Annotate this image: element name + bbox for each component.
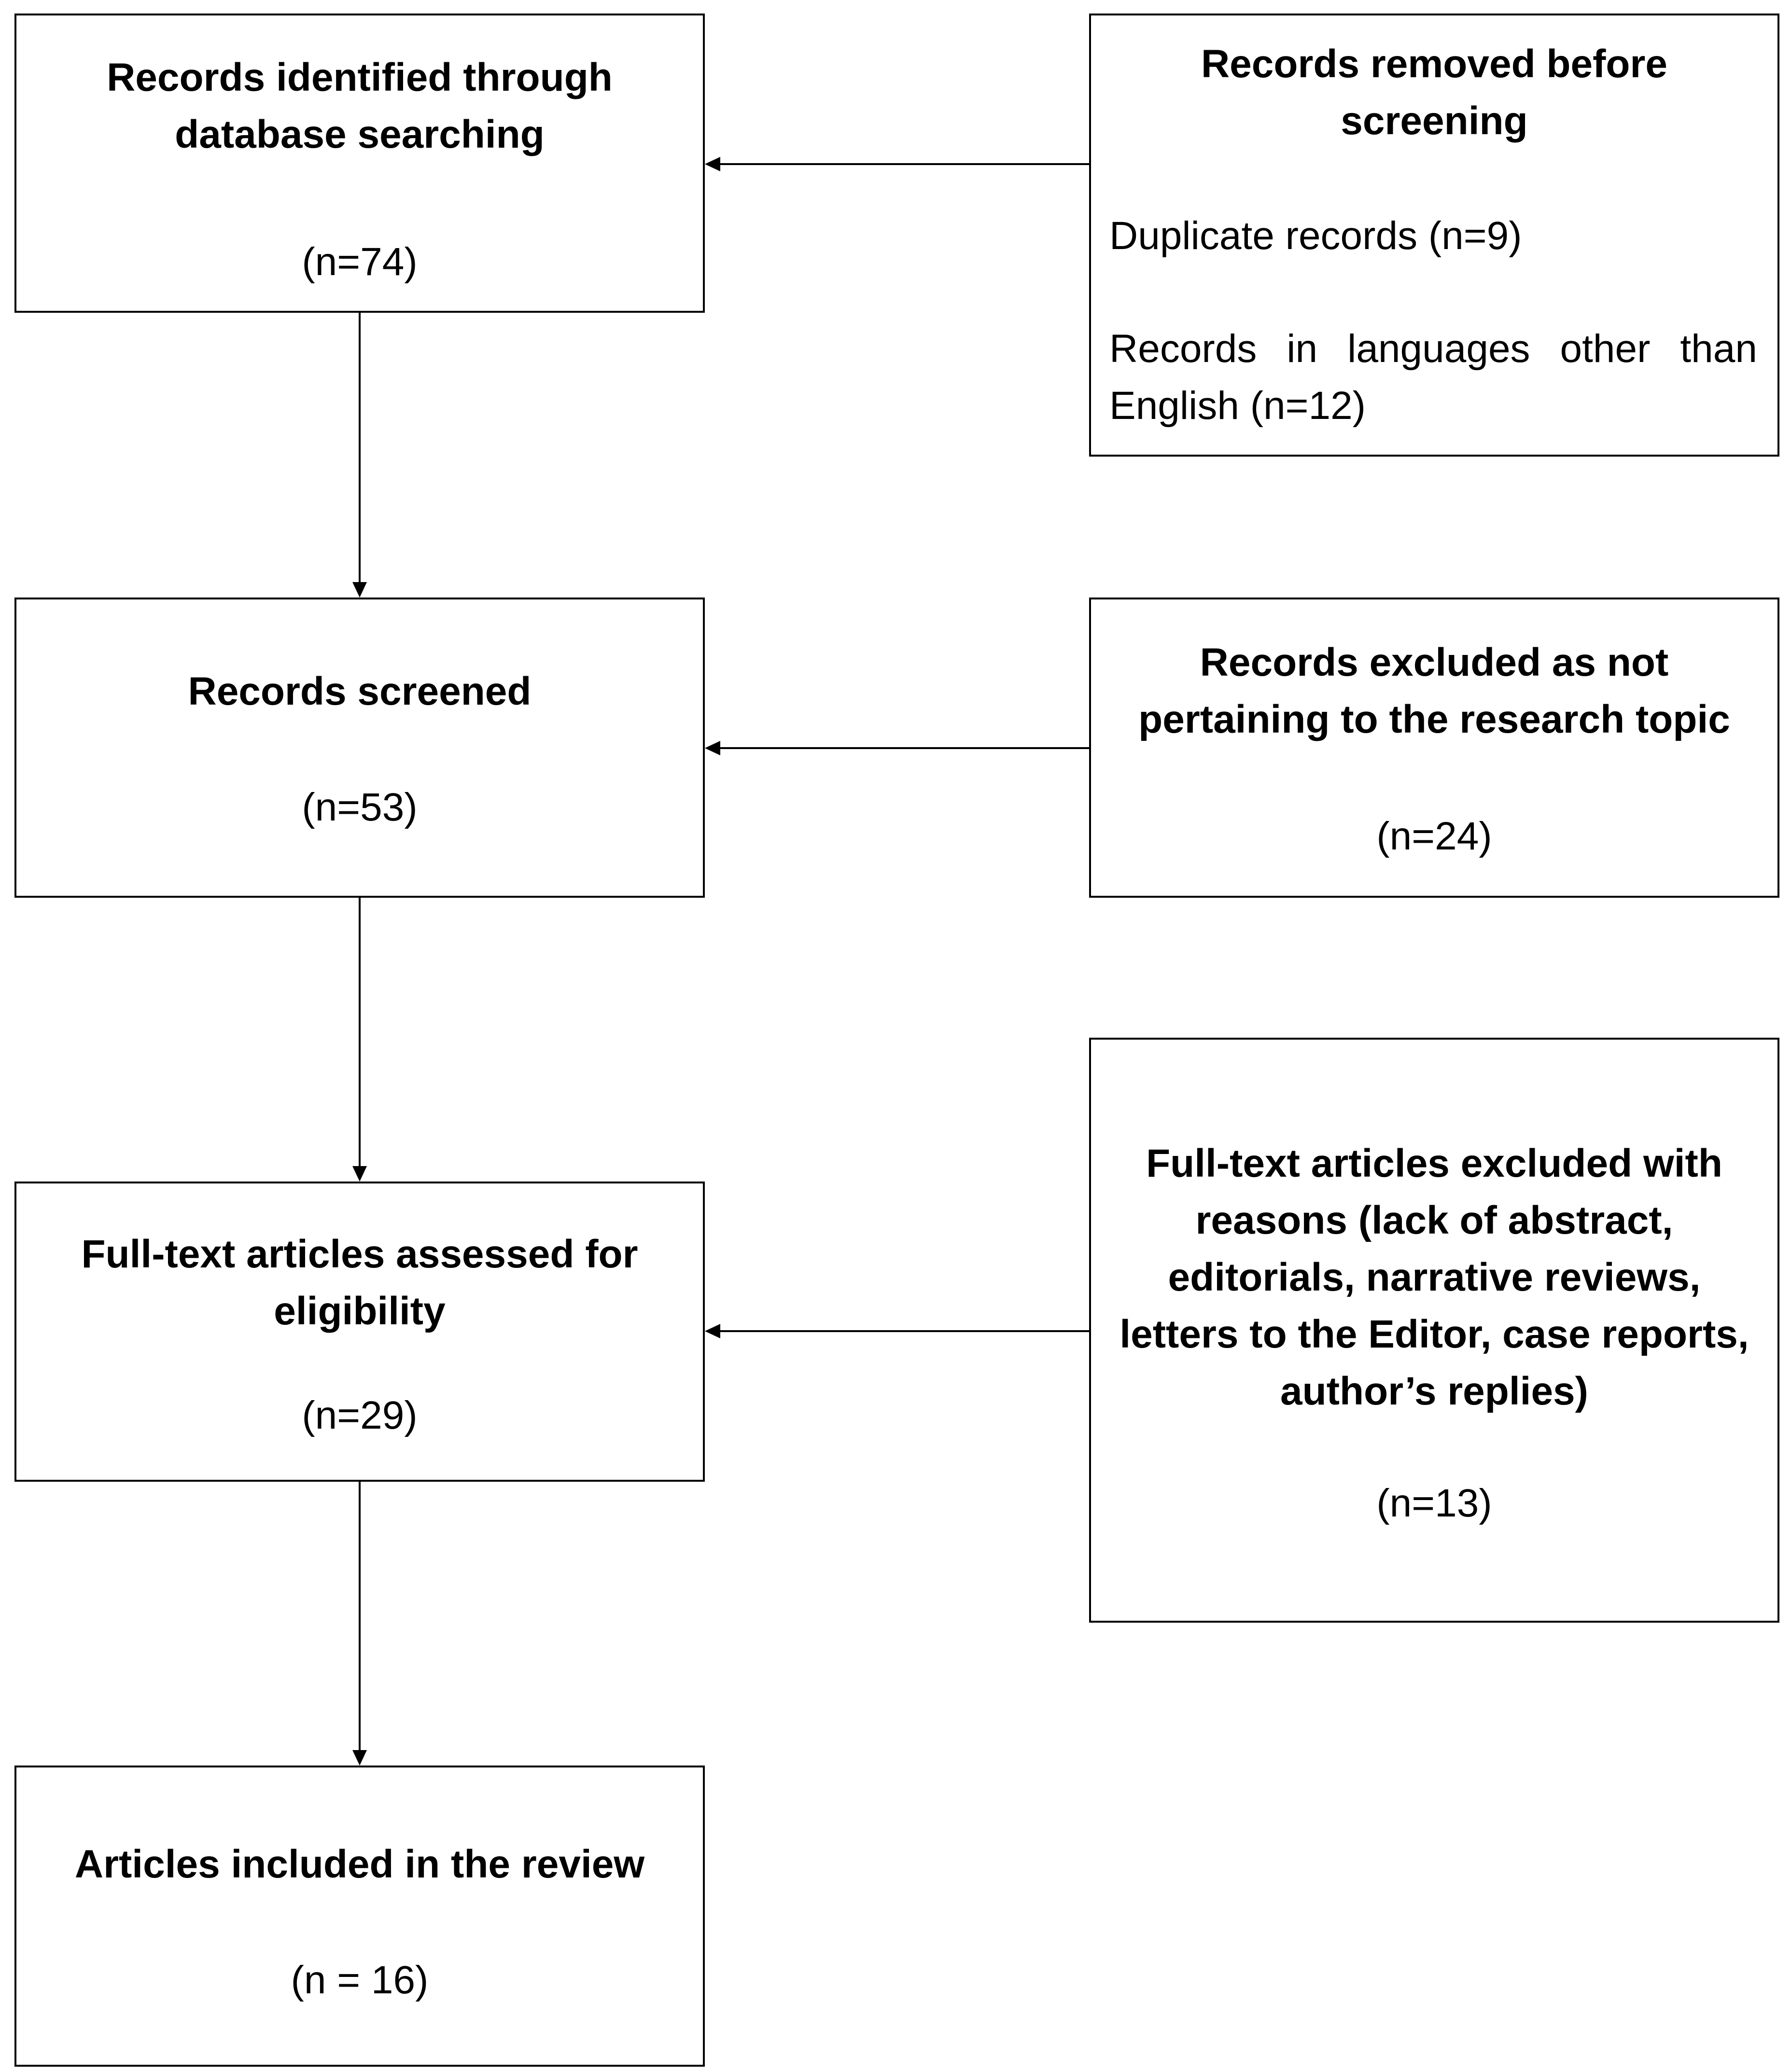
box-fulltext-excluded: Full-text articles excluded with reasons… — [1089, 1038, 1779, 1623]
box-records-excluded-topic: Records excluded as not pertaining to th… — [1089, 598, 1779, 898]
box-records-screened: Records screened (n=53) — [14, 598, 705, 898]
records-screened-count: (n=53) — [302, 785, 418, 829]
box-records-removed: Records removed before screening Duplica… — [1089, 14, 1779, 457]
removed-item-languages: Records in languages other than English … — [1109, 327, 1757, 428]
arrowhead-assessed-side — [705, 1324, 720, 1338]
articles-included-count: (n = 16) — [291, 1958, 429, 2002]
box-records-identified: Records identified through database sear… — [14, 14, 705, 313]
fulltext-assessed-count: (n=29) — [302, 1393, 418, 1437]
records-identified-title: Records identified through database sear… — [107, 56, 613, 156]
box-fulltext-assessed: Full-text articles assessed for eligibil… — [14, 1182, 705, 1482]
arrowhead-included — [352, 1750, 367, 1766]
box-articles-included: Articles included in the review (n = 16) — [14, 1766, 705, 2067]
arrowhead-screened — [352, 582, 367, 598]
fulltext-excluded-count: (n=13) — [1376, 1481, 1492, 1525]
records-excluded-topic-count: (n=24) — [1376, 814, 1492, 858]
records-screened-title: Records screened — [188, 669, 532, 713]
records-excluded-topic-title: Records excluded as not pertaining to th… — [1138, 640, 1730, 741]
records-removed-title: Records removed before screening — [1201, 42, 1668, 143]
arrowhead-assessed — [352, 1166, 367, 1182]
fulltext-assessed-title: Full-text articles assessed for eligibil… — [81, 1232, 638, 1333]
fulltext-excluded-title: Full-text articles excluded with reasons… — [1119, 1141, 1749, 1413]
arrowhead-screened-side — [705, 741, 720, 755]
articles-included-title: Articles included in the review — [74, 1842, 645, 1886]
removed-item-duplicates: Duplicate records (n=9) — [1109, 214, 1522, 258]
records-identified-count: (n=74) — [302, 240, 418, 284]
arrowhead-identified — [705, 157, 720, 171]
